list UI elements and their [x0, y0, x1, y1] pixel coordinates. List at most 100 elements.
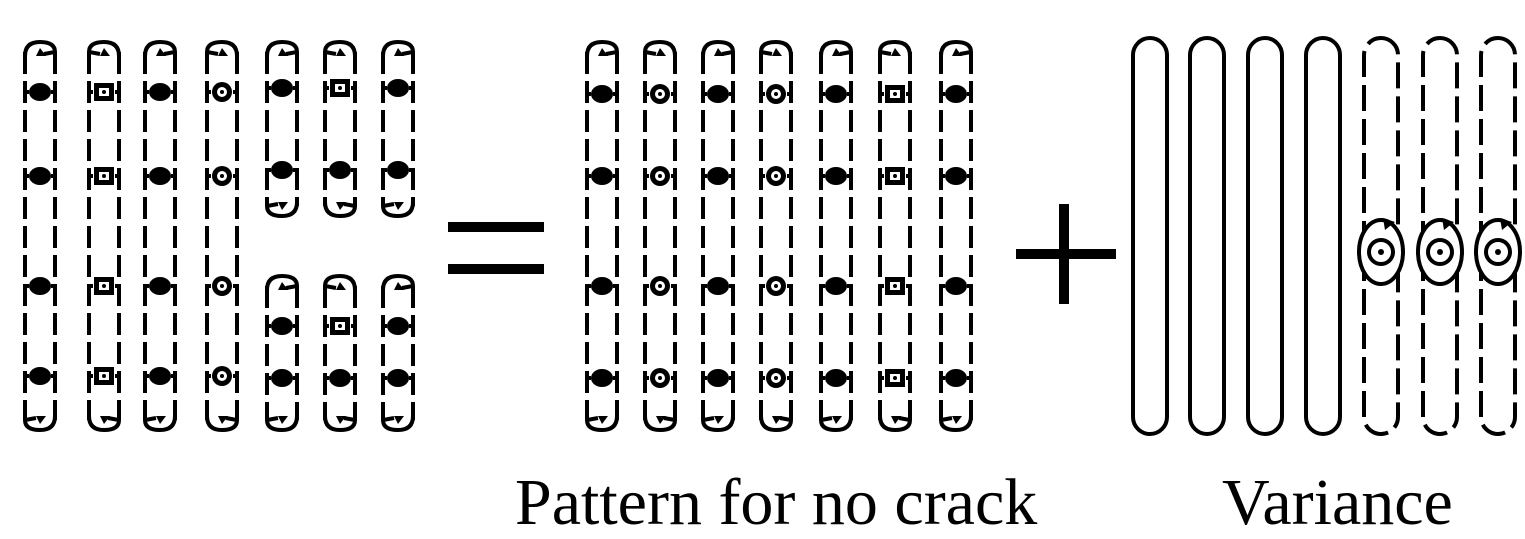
column-bottom-arrowhead — [278, 202, 288, 210]
column-bottom-arrowhead — [36, 416, 46, 424]
vortex-core — [29, 83, 51, 101]
plus-bar-vertical — [1059, 204, 1069, 304]
vortex-center-dot — [774, 376, 778, 380]
vortex-center-dot — [893, 174, 897, 178]
vortex-marker — [761, 84, 791, 104]
vortex-center-dot — [338, 324, 342, 328]
vortex-marker — [267, 317, 297, 335]
vortex-marker — [267, 161, 297, 179]
column-top-curl — [819, 39, 854, 57]
vortex-marker — [325, 369, 355, 387]
vortex-center-dot — [774, 92, 778, 96]
vortex-marker — [880, 85, 910, 103]
vortex-core — [825, 277, 847, 295]
vortex-marker — [761, 368, 791, 388]
vortex-center-dot — [658, 92, 662, 96]
vortex-marker — [587, 167, 617, 185]
vortex-center-dot — [220, 90, 224, 94]
vortex-marker — [145, 167, 175, 185]
vortex-marker — [941, 85, 971, 103]
flow-column — [142, 39, 178, 433]
column-top-arrowhead — [656, 48, 666, 56]
column-top-curl — [265, 273, 300, 291]
vortex-marker — [383, 161, 413, 179]
variance-column-outline — [1246, 36, 1284, 436]
column-top-curl — [701, 39, 736, 57]
column-top-arrowhead — [36, 48, 46, 56]
column-bottom-curl — [264, 201, 299, 219]
vortex-marker — [821, 277, 851, 295]
column-top-curl — [381, 273, 416, 291]
flow-column — [818, 39, 854, 433]
vortex-marker — [25, 277, 55, 295]
variance-vortex — [1416, 218, 1464, 286]
vortex-marker — [941, 277, 971, 295]
vortex-core — [945, 277, 967, 295]
column-bottom-curl — [878, 415, 913, 433]
variance-label: Variance — [1222, 466, 1453, 539]
flow-column — [758, 39, 794, 433]
flow-column — [938, 39, 974, 433]
pattern-no-crack-panel — [584, 39, 974, 433]
flow-column — [204, 39, 240, 433]
vortex-core — [149, 83, 171, 101]
variance-vortex — [1357, 218, 1405, 286]
vortex-center-dot — [102, 90, 106, 94]
vortex-core — [591, 167, 613, 185]
column-bottom-curl — [584, 415, 619, 433]
variance-panel — [1131, 36, 1522, 436]
vortex-center-dot — [220, 174, 224, 178]
vortex-marker — [25, 167, 55, 185]
column-bottom-arrowhead — [714, 416, 724, 424]
vortex-marker — [645, 276, 675, 296]
vortex-core — [945, 167, 967, 185]
vortex-core — [329, 161, 351, 179]
vortex-marker — [325, 161, 355, 179]
column-top-curl — [758, 39, 793, 57]
vortex-core — [591, 369, 613, 387]
vortex-marker — [703, 167, 733, 185]
vortex-core — [29, 167, 51, 185]
column-bottom-arrowhead — [891, 416, 901, 424]
column-top-arrowhead — [952, 48, 962, 56]
column-top-curl — [877, 39, 912, 57]
vortex-core — [945, 85, 967, 103]
vortex-center-dot — [774, 174, 778, 178]
vortex-core — [591, 85, 613, 103]
vortex-core — [591, 277, 613, 295]
column-top-arrowhead — [394, 48, 404, 56]
vortex-core — [329, 369, 351, 387]
vortex-core — [387, 161, 409, 179]
column-bottom-arrowhead — [100, 416, 110, 424]
vortex-core — [707, 277, 729, 295]
vortex-core — [271, 79, 293, 97]
variance-vortex — [1474, 218, 1522, 286]
column-bottom-arrowhead — [772, 416, 782, 424]
variance-vortex-arrowhead — [1442, 218, 1454, 230]
column-bottom-curl — [205, 415, 240, 433]
vortex-marker — [383, 369, 413, 387]
variance-vortex-center — [1378, 249, 1384, 255]
column-top-arrowhead — [278, 48, 288, 56]
vortex-center-dot — [774, 284, 778, 288]
column-bottom-curl — [938, 415, 973, 433]
column-top-curl — [322, 273, 357, 291]
column-bottom-curl — [700, 415, 735, 433]
flow-column — [584, 39, 620, 433]
vortex-center-dot — [658, 284, 662, 288]
vortex-core — [945, 369, 967, 387]
vortex-marker — [383, 79, 413, 97]
vortex-center-dot — [893, 376, 897, 380]
vortex-marker — [325, 79, 355, 97]
variance-column-outline — [1131, 36, 1169, 436]
vortex-marker — [587, 369, 617, 387]
flow-column — [22, 39, 58, 433]
column-bottom-arrowhead — [336, 202, 346, 210]
vortex-core — [271, 161, 293, 179]
vortex-marker — [703, 369, 733, 387]
equals-bar-top — [448, 222, 544, 232]
vortex-core — [149, 277, 171, 295]
column-top-arrowhead — [714, 48, 724, 56]
column-top-curl — [265, 39, 300, 57]
